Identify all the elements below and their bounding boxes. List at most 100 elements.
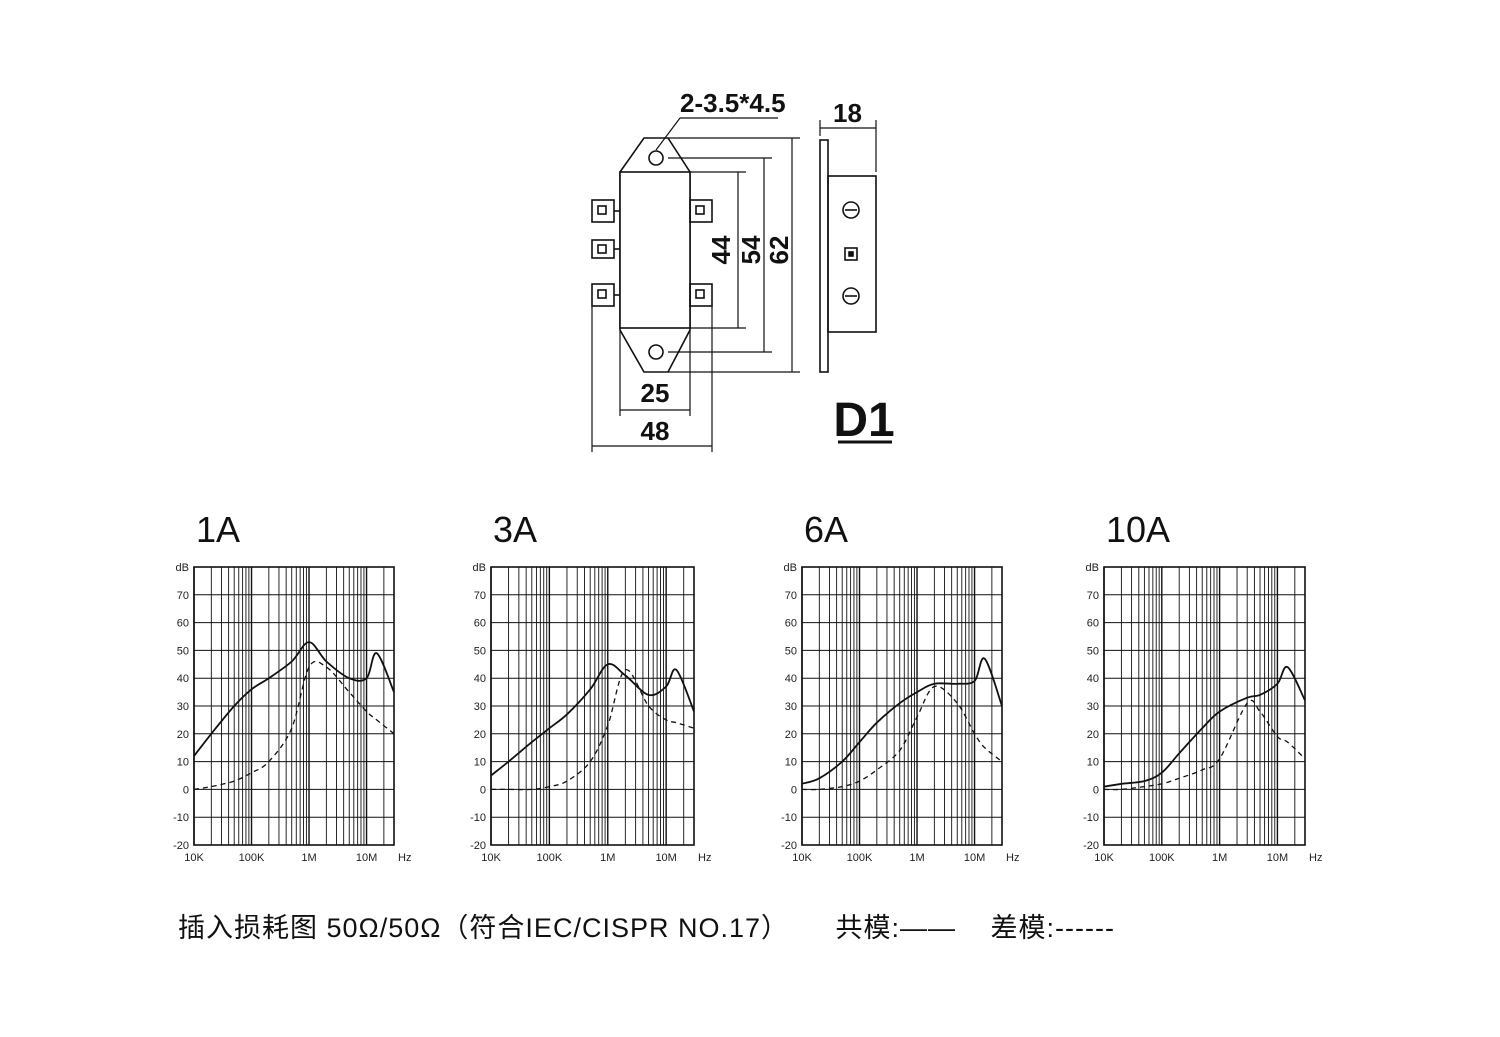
x-axis-unit: Hz	[1006, 852, 1019, 864]
y-tick-label: -20	[1083, 840, 1099, 852]
y-axis-unit: dB	[473, 562, 486, 574]
dim-44-label: 44	[706, 235, 736, 264]
y-tick-label: 40	[785, 673, 797, 685]
differential-mode-curve	[491, 669, 695, 791]
common-mode-curve	[801, 657, 1003, 785]
y-tick-label: 50	[177, 645, 189, 657]
y-tick-label: 0	[183, 784, 189, 796]
y-tick-label: 70	[1087, 590, 1099, 602]
x-tick-label: 1M	[1212, 852, 1227, 864]
x-tick-label: 10K	[792, 852, 812, 864]
x-tick-label: 10K	[184, 852, 204, 864]
mounting-hole-top	[648, 150, 664, 166]
x-tick-label: 100K	[239, 852, 265, 864]
thickness-label: 18	[833, 98, 862, 128]
vertical-dimensions	[668, 137, 800, 373]
y-tick-label: 40	[177, 673, 189, 685]
differential-mode-curve	[193, 660, 395, 791]
y-tick-label: 60	[785, 618, 797, 630]
y-tick-label: 20	[1087, 729, 1099, 741]
y-tick-label: 20	[474, 729, 486, 741]
terminals-left	[591, 199, 620, 307]
x-axis-unit: Hz	[1309, 852, 1322, 864]
x-tick-label: 100K	[537, 852, 563, 864]
mechanical-drawing: 2-3.5*4.5 18 44 54 62 25 48 D1	[591, 88, 895, 452]
x-tick-label: 1M	[909, 852, 924, 864]
plot-frame	[490, 566, 695, 846]
y-tick-label: 70	[474, 590, 486, 602]
dim-25-label: 25	[641, 378, 670, 408]
y-tick-label: 30	[474, 701, 486, 713]
y-axis-unit: dB	[176, 562, 189, 574]
x-tick-label: 100K	[1149, 852, 1175, 864]
x-tick-label: 100K	[847, 852, 873, 864]
y-tick-label: 50	[785, 645, 797, 657]
x-axis-unit: Hz	[398, 852, 411, 864]
y-tick-label: 0	[1093, 784, 1099, 796]
y-tick-label: -10	[470, 812, 486, 824]
y-tick-label: -20	[781, 840, 797, 852]
chart-title: 3A	[493, 509, 537, 550]
filter-body	[619, 171, 691, 329]
y-tick-label: 60	[177, 618, 189, 630]
y-tick-label: 60	[1087, 618, 1099, 630]
y-tick-label: 30	[177, 701, 189, 713]
x-tick-label: 1M	[600, 852, 615, 864]
model-label: D1	[833, 394, 894, 447]
chart-title: 10A	[1106, 509, 1170, 550]
y-tick-label: 0	[480, 784, 486, 796]
y-tick-label: 10	[474, 757, 486, 769]
x-tick-label: 10M	[356, 852, 377, 864]
y-tick-label: 20	[785, 729, 797, 741]
y-tick-label: 10	[1087, 757, 1099, 769]
legend-common-mode: 共模:——	[835, 913, 957, 943]
y-tick-label: 10	[177, 757, 189, 769]
dim-48-label: 48	[641, 416, 670, 446]
side-view	[819, 120, 877, 373]
common-mode-curve	[490, 663, 695, 777]
horizontal-dimensions	[591, 306, 713, 452]
x-tick-label: 10M	[1267, 852, 1288, 864]
terminals-right	[689, 199, 713, 307]
common-mode-curve	[193, 641, 395, 757]
y-tick-label: 50	[1087, 645, 1099, 657]
y-tick-label: 70	[177, 590, 189, 602]
chart-title: 6A	[804, 509, 848, 550]
y-tick-label: 20	[177, 729, 189, 741]
y-tick-label: -20	[470, 840, 486, 852]
chart-title: 1A	[196, 509, 240, 550]
y-tick-label: 10	[785, 757, 797, 769]
y-tick-label: -10	[173, 812, 189, 824]
plot-frame	[1103, 566, 1306, 846]
y-tick-label: -20	[173, 840, 189, 852]
caption-main: 插入损耗图 50Ω/50Ω（符合IEC/CISPR NO.17）	[178, 913, 789, 943]
y-tick-label: -10	[781, 812, 797, 824]
common-mode-curve	[1103, 665, 1306, 788]
y-tick-label: 30	[1087, 701, 1099, 713]
hole-size-label: 2-3.5*4.5	[680, 88, 786, 118]
plot-frame	[193, 566, 395, 846]
dim-62-label: 62	[764, 236, 794, 265]
dim-54-label: 54	[736, 235, 766, 264]
y-tick-label: 70	[785, 590, 797, 602]
y-tick-label: 60	[474, 618, 486, 630]
mounting-hole-bottom	[648, 344, 664, 360]
x-tick-label: 10K	[1094, 852, 1114, 864]
y-tick-label: 50	[474, 645, 486, 657]
x-tick-label: 10M	[655, 852, 676, 864]
differential-mode-curve	[1103, 699, 1306, 791]
x-axis-unit: Hz	[698, 852, 711, 864]
y-tick-label: 40	[474, 673, 486, 685]
x-tick-label: 10M	[964, 852, 985, 864]
legend-differential-mode: 差模:------	[990, 913, 1115, 943]
y-tick-label: 0	[791, 784, 797, 796]
y-axis-unit: dB	[1086, 562, 1099, 574]
x-tick-label: 10K	[481, 852, 501, 864]
y-tick-label: 30	[785, 701, 797, 713]
